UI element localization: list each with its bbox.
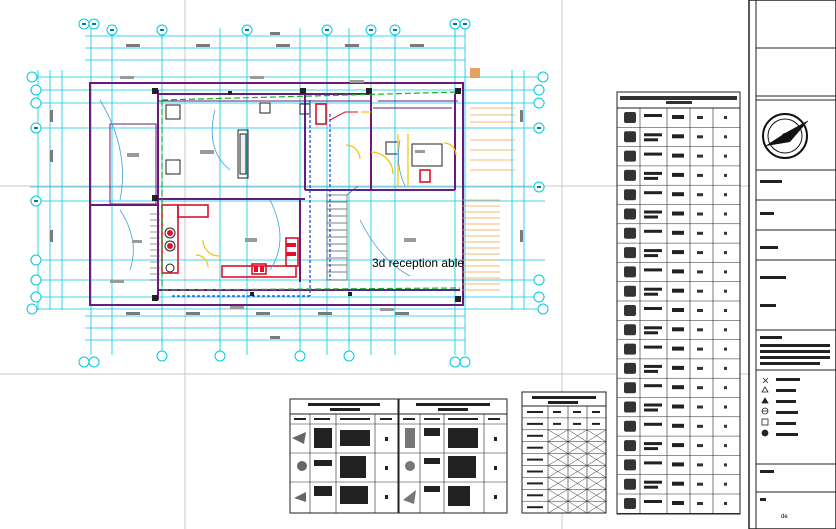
grid-bubbles-side — [26, 71, 549, 315]
deck-area — [462, 107, 515, 291]
electrical-line-blue — [170, 100, 460, 297]
schedule-table-small — [521, 391, 607, 514]
fixture-table-middle — [398, 398, 508, 514]
electrical-line-green — [161, 91, 461, 291]
fixture-table-left — [289, 398, 399, 514]
title-block — [748, 0, 836, 529]
symbols-legend-table — [616, 91, 741, 515]
room-labels — [110, 76, 425, 311]
furniture — [165, 102, 443, 179]
title-block-footer-code: de — [781, 514, 788, 520]
symbol-legend-icons — [761, 377, 769, 437]
doors — [195, 111, 457, 268]
plan-caption: 3d reception able — [372, 256, 465, 270]
north-arrow-icon — [762, 113, 809, 159]
floor-plan — [26, 18, 549, 368]
